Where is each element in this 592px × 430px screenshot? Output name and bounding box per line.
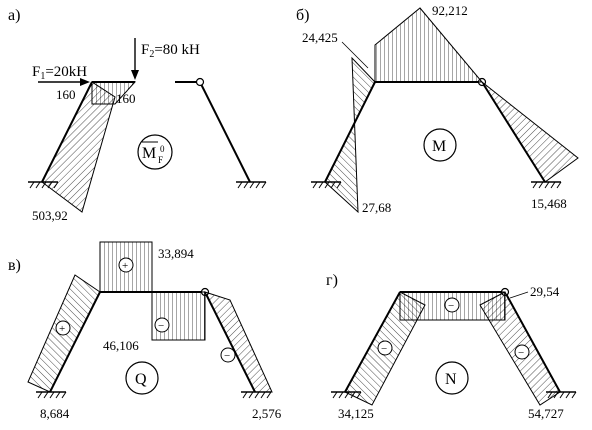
panel-g-left-bottom-val: 34,125 <box>338 406 374 421</box>
panel-v-support-left <box>36 391 67 399</box>
panel-b-support-right <box>531 181 562 189</box>
panel-g-diagram-badge: N <box>435 361 469 395</box>
panel-v-sign-right: − <box>220 347 236 363</box>
panel-v-label: в) <box>8 257 21 274</box>
panel-g-right-bottom-val: 54,727 <box>528 406 564 421</box>
panel-g-sign-beam: − <box>444 297 460 313</box>
panel-b-left-bottom-val: 27,68 <box>362 200 391 215</box>
panel-b-diagram-badge: M <box>423 128 457 162</box>
svg-text:M: M <box>142 145 156 162</box>
panel-v-diagram-badge: Q <box>125 361 159 395</box>
panel-a-right-val: 160 <box>116 91 136 106</box>
svg-text:−: − <box>448 300 454 312</box>
panel-g-sign-right: − <box>514 344 530 360</box>
panel-a-force-f1 <box>38 78 90 86</box>
panel-b-moment-left-column <box>324 56 376 214</box>
panel-v-shear-beam-negative <box>151 291 206 341</box>
panel-a: а) <box>8 7 267 223</box>
panel-v-top-val: 33,894 <box>158 246 194 261</box>
panel-g-label: г) <box>326 272 338 289</box>
panel-v-sign-beam-minus: − <box>154 317 170 333</box>
panel-a-moment-beam <box>91 81 137 105</box>
svg-text:0: 0 <box>160 144 165 154</box>
panel-v: в) + + <box>8 241 282 421</box>
panel-g-top-val: 29,54 <box>530 284 560 299</box>
panel-g: г) − − <box>326 272 577 421</box>
panel-v-shear-right-column <box>204 291 273 393</box>
panel-b-top-val: 92,212 <box>432 3 468 18</box>
panel-v-right-bottom-val: 2,576 <box>252 406 282 421</box>
panel-v-sign-beam-plus: + <box>118 257 134 273</box>
panel-a-force-f2 <box>131 38 139 80</box>
panel-a-left-val: 160 <box>56 87 76 102</box>
panel-a-label: а) <box>8 7 20 24</box>
panel-a-support-right <box>236 181 267 189</box>
panel-g-sign-left: − <box>377 340 393 356</box>
panel-a-hinge <box>195 77 205 87</box>
panel-b-left-top-val: 24,425 <box>302 30 338 45</box>
svg-text:−: − <box>224 350 230 362</box>
panel-v-left-bottom-val: 8,684 <box>40 406 70 421</box>
panel-a-f2-text: F2=80 kH <box>141 42 200 60</box>
panel-b-right-bottom-val: 15,468 <box>531 196 567 211</box>
svg-text:Q: Q <box>135 371 147 388</box>
panel-b-leader-left-top <box>341 41 369 69</box>
svg-text:N: N <box>445 371 457 388</box>
panel-a-diagram-badge: M 0 F <box>137 134 173 170</box>
svg-text:M: M <box>432 138 446 155</box>
panel-v-mid-val: 46,106 <box>103 338 139 353</box>
svg-text:−: − <box>518 347 524 359</box>
panel-b-moment-right-column <box>481 81 579 183</box>
panel-a-f1-text: F1=20kH <box>32 64 87 82</box>
panel-b-moment-beam <box>374 7 484 83</box>
svg-text:+: + <box>122 260 128 272</box>
panel-v-sign-left: + <box>55 320 71 336</box>
panel-g-leader-top <box>509 291 529 299</box>
svg-text:F: F <box>158 155 163 165</box>
svg-text:−: − <box>158 320 164 332</box>
panel-b-label: б) <box>296 7 309 24</box>
panel-b: б) 24,425 92,212 27,68 15,468 <box>296 3 579 215</box>
panel-v-support-right <box>241 391 272 399</box>
panel-a-base-val: 503,92 <box>32 208 68 223</box>
svg-text:−: − <box>381 343 387 355</box>
svg-text:+: + <box>59 323 65 335</box>
